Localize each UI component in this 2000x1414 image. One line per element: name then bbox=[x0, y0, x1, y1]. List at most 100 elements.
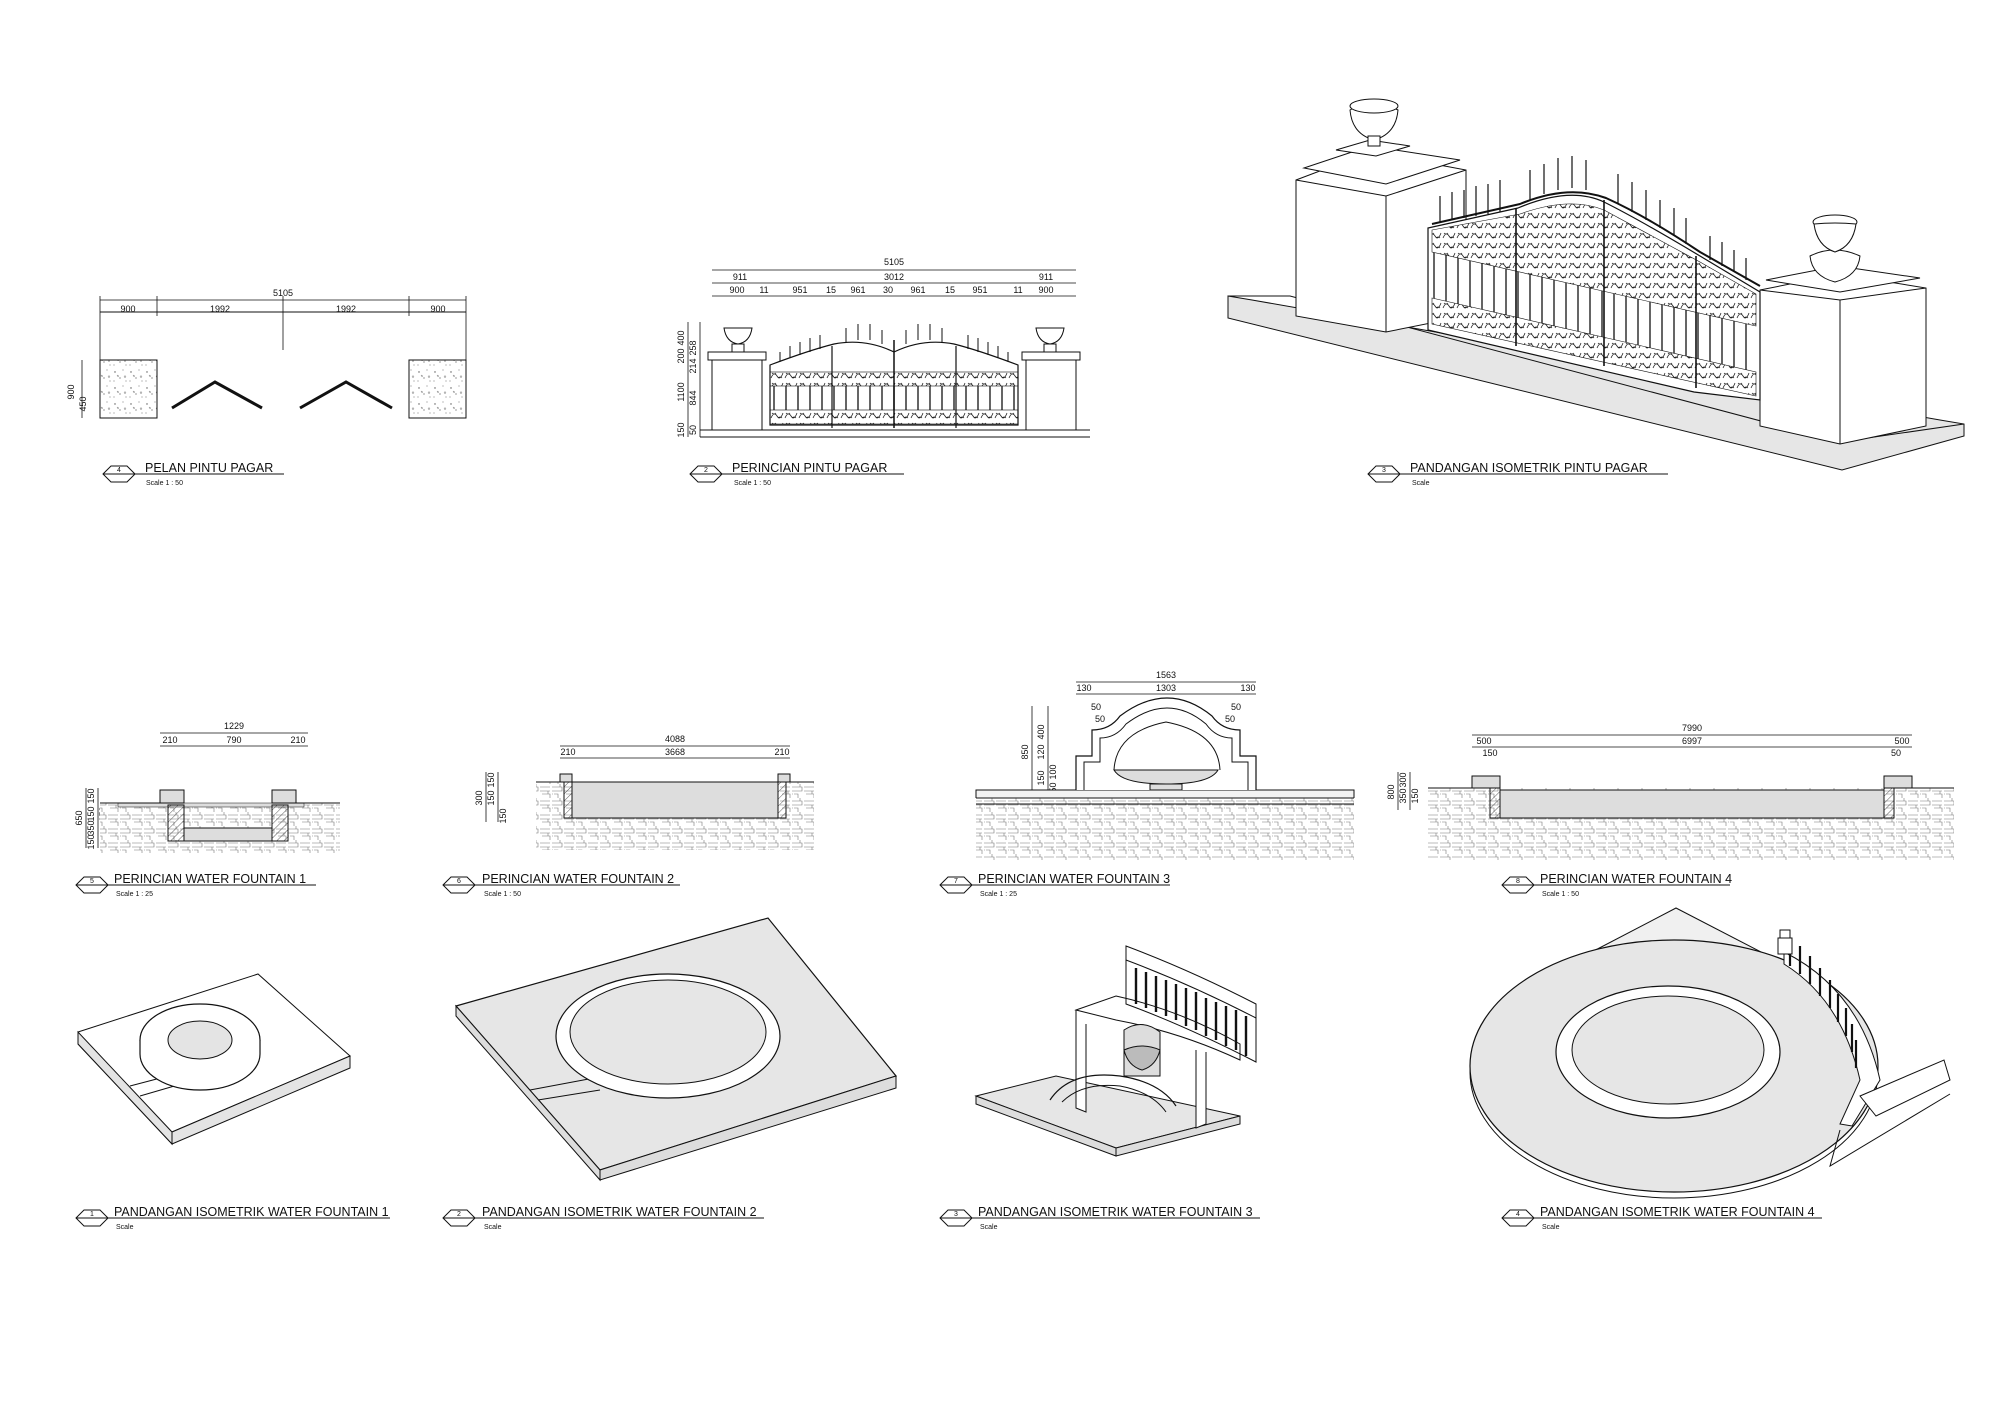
plan-dim-h1: 900 bbox=[66, 384, 76, 399]
view-scale: Scale bbox=[1542, 1224, 1560, 1231]
wf3-dim-f: 50 bbox=[1231, 702, 1241, 712]
wf2-section-drawing: 4088 210 3668 210 300 150 150 150 bbox=[474, 734, 814, 850]
gate-dim-s1: 900 bbox=[729, 285, 744, 295]
gate-dim-total: 5105 bbox=[884, 257, 904, 267]
title-wf3-iso: 3 PANDANGAN ISOMETRIK WATER FOUNTAIN 3 S… bbox=[939, 1205, 1260, 1231]
view-number: 3 bbox=[1382, 467, 1386, 474]
wf3-dim-e: 50 bbox=[1095, 714, 1105, 724]
gate-dim-right: 911 bbox=[1039, 272, 1053, 282]
gate-dim-s5: 961 bbox=[850, 285, 865, 295]
wf3-dim-a: 130 bbox=[1076, 683, 1091, 693]
view-title: PERINCIAN WATER FOUNTAIN 3 bbox=[978, 872, 1170, 886]
gate-dim-v7: 150 bbox=[676, 422, 686, 437]
wf1-dim-v2: 650 bbox=[74, 810, 84, 825]
wf4-section-drawing: 7990 500 6997 500 150 50 800 300 350 150 bbox=[1386, 723, 1954, 860]
title-wf2-iso: 2 PANDANGAN ISOMETRIK WATER FOUNTAIN 2 S… bbox=[442, 1205, 764, 1231]
gate-dim-s11: 900 bbox=[1038, 285, 1053, 295]
wf2-dim-b: 3668 bbox=[665, 747, 685, 757]
plan-gate-drawing: 5105 900 1992 1992 900 900 450 bbox=[66, 288, 467, 419]
wf1-dim-total: 1229 bbox=[224, 721, 244, 731]
wf4-dim-d: 150 bbox=[1482, 748, 1497, 758]
gate-isometric-drawing bbox=[1227, 98, 1965, 471]
gate-dim-v3: 258 bbox=[688, 340, 698, 355]
view-number: 1 bbox=[90, 1211, 94, 1218]
view-title: PERINCIAN WATER FOUNTAIN 4 bbox=[1540, 872, 1732, 886]
title-wf3-detail: 7 PERINCIAN WATER FOUNTAIN 3 Scale 1 : 2… bbox=[939, 872, 1170, 898]
wf1-dim-v3: 150 bbox=[86, 806, 96, 821]
gate-dim-s4: 15 bbox=[826, 285, 836, 295]
view-scale: Scale 1 : 50 bbox=[146, 480, 183, 487]
title-wf2-detail: 6 PERINCIAN WATER FOUNTAIN 2 Scale 1 : 5… bbox=[442, 872, 680, 898]
wf4-dim-a: 500 bbox=[1476, 736, 1491, 746]
view-title: PERINCIAN WATER FOUNTAIN 1 bbox=[114, 872, 306, 886]
view-number: 2 bbox=[457, 1211, 461, 1218]
wf3-isometric-drawing bbox=[974, 945, 1257, 1157]
gate-dim-v5: 1100 bbox=[676, 382, 686, 401]
view-number: 7 bbox=[954, 878, 958, 885]
view-scale: Scale bbox=[980, 1224, 998, 1231]
view-number: 2 bbox=[704, 467, 708, 474]
title-wf1-detail: 5 PERINCIAN WATER FOUNTAIN 1 Scale 1 : 2… bbox=[75, 872, 316, 898]
view-number: 4 bbox=[117, 467, 121, 474]
wf3-dim-g: 50 bbox=[1225, 714, 1235, 724]
view-number: 3 bbox=[954, 1211, 958, 1218]
title-gate-detail: 2 PERINCIAN PINTU PAGAR Scale 1 : 50 bbox=[689, 461, 904, 487]
plan-dim-a: 900 bbox=[120, 304, 135, 314]
view-title: PERINCIAN PINTU PAGAR bbox=[732, 461, 887, 475]
title-wf4-iso: 4 PANDANGAN ISOMETRIK WATER FOUNTAIN 4 S… bbox=[1501, 1205, 1822, 1231]
wf3-dim-v2: 400 bbox=[1036, 724, 1046, 739]
view-scale: Scale bbox=[1412, 480, 1430, 487]
wf3-dim-d: 50 bbox=[1091, 702, 1101, 712]
gate-dim-s10: 11 bbox=[1013, 285, 1022, 295]
view-number: 8 bbox=[1516, 878, 1520, 885]
gate-dim-left: 911 bbox=[733, 272, 747, 282]
view-title: PELAN PINTU PAGAR bbox=[145, 461, 273, 475]
view-scale: Scale 1 : 50 bbox=[1542, 891, 1579, 898]
plan-dim-c: 1992 bbox=[336, 304, 356, 314]
gate-dim-s8: 15 bbox=[945, 285, 955, 295]
view-title: PANDANGAN ISOMETRIK WATER FOUNTAIN 2 bbox=[482, 1205, 757, 1219]
view-number: 4 bbox=[1516, 1211, 1520, 1218]
wf2-dim-v1: 150 bbox=[486, 772, 496, 787]
title-gate-iso: 3 PANDANGAN ISOMETRIK PINTU PAGAR Scale bbox=[1367, 461, 1668, 487]
wf3-section-drawing: 1563 130 1303 130 50 50 50 50 850 400 12… bbox=[975, 670, 1355, 860]
wf3-dim-b: 1303 bbox=[1156, 683, 1176, 693]
wf1-dim-v6: 150 bbox=[86, 834, 96, 849]
wf1-isometric-drawing bbox=[77, 973, 351, 1146]
view-title: PANDANGAN ISOMETRIK PINTU PAGAR bbox=[1410, 461, 1648, 475]
wf1-dim-a: 210 bbox=[162, 735, 177, 745]
view-scale: Scale 1 : 25 bbox=[116, 891, 153, 898]
view-scale: Scale 1 : 50 bbox=[484, 891, 521, 898]
gate-dim-s7: 961 bbox=[910, 285, 925, 295]
wf3-dim-v4: 150 bbox=[1036, 770, 1046, 785]
wf1-dim-v1: 150 bbox=[86, 788, 96, 803]
wf3-dim-v5: 100 bbox=[1048, 764, 1058, 779]
title-plan-gate: 4 PELAN PINTU PAGAR Scale 1 : 50 bbox=[102, 461, 284, 487]
wf2-dim-v3: 300 bbox=[474, 790, 484, 805]
wf3-dim-v3: 120 bbox=[1036, 744, 1046, 759]
gate-dim-v4: 214 bbox=[688, 358, 698, 373]
wf3-dim-total: 1563 bbox=[1156, 670, 1176, 680]
view-number: 6 bbox=[457, 878, 461, 885]
gate-dim-s9: 951 bbox=[972, 285, 987, 295]
gate-dim-v8: 50 bbox=[688, 425, 698, 435]
wf4-dim-v4: 150 bbox=[1410, 788, 1420, 803]
wf2-dim-v4: 150 bbox=[498, 808, 508, 823]
wf4-dim-total: 7990 bbox=[1682, 723, 1702, 733]
plan-dim-h2: 450 bbox=[78, 396, 88, 411]
wf2-dim-v2: 150 bbox=[486, 790, 496, 805]
wf4-dim-v1: 300 bbox=[1398, 772, 1408, 787]
view-scale: Scale bbox=[484, 1224, 502, 1231]
wf2-dim-total: 4088 bbox=[665, 734, 685, 744]
wf4-dim-c: 500 bbox=[1894, 736, 1909, 746]
wf3-dim-c: 130 bbox=[1240, 683, 1255, 693]
wf4-dim-v3: 350 bbox=[1398, 788, 1408, 803]
view-scale: Scale bbox=[116, 1224, 134, 1231]
wf4-dim-e: 50 bbox=[1891, 748, 1901, 758]
view-title: PANDANGAN ISOMETRIK WATER FOUNTAIN 4 bbox=[1540, 1205, 1815, 1219]
gate-dim-v6: 844 bbox=[688, 390, 698, 405]
wf1-dim-v5: 350 bbox=[86, 820, 96, 835]
wf4-dim-v2: 800 bbox=[1386, 784, 1396, 799]
plan-dim-b: 1992 bbox=[210, 304, 230, 314]
